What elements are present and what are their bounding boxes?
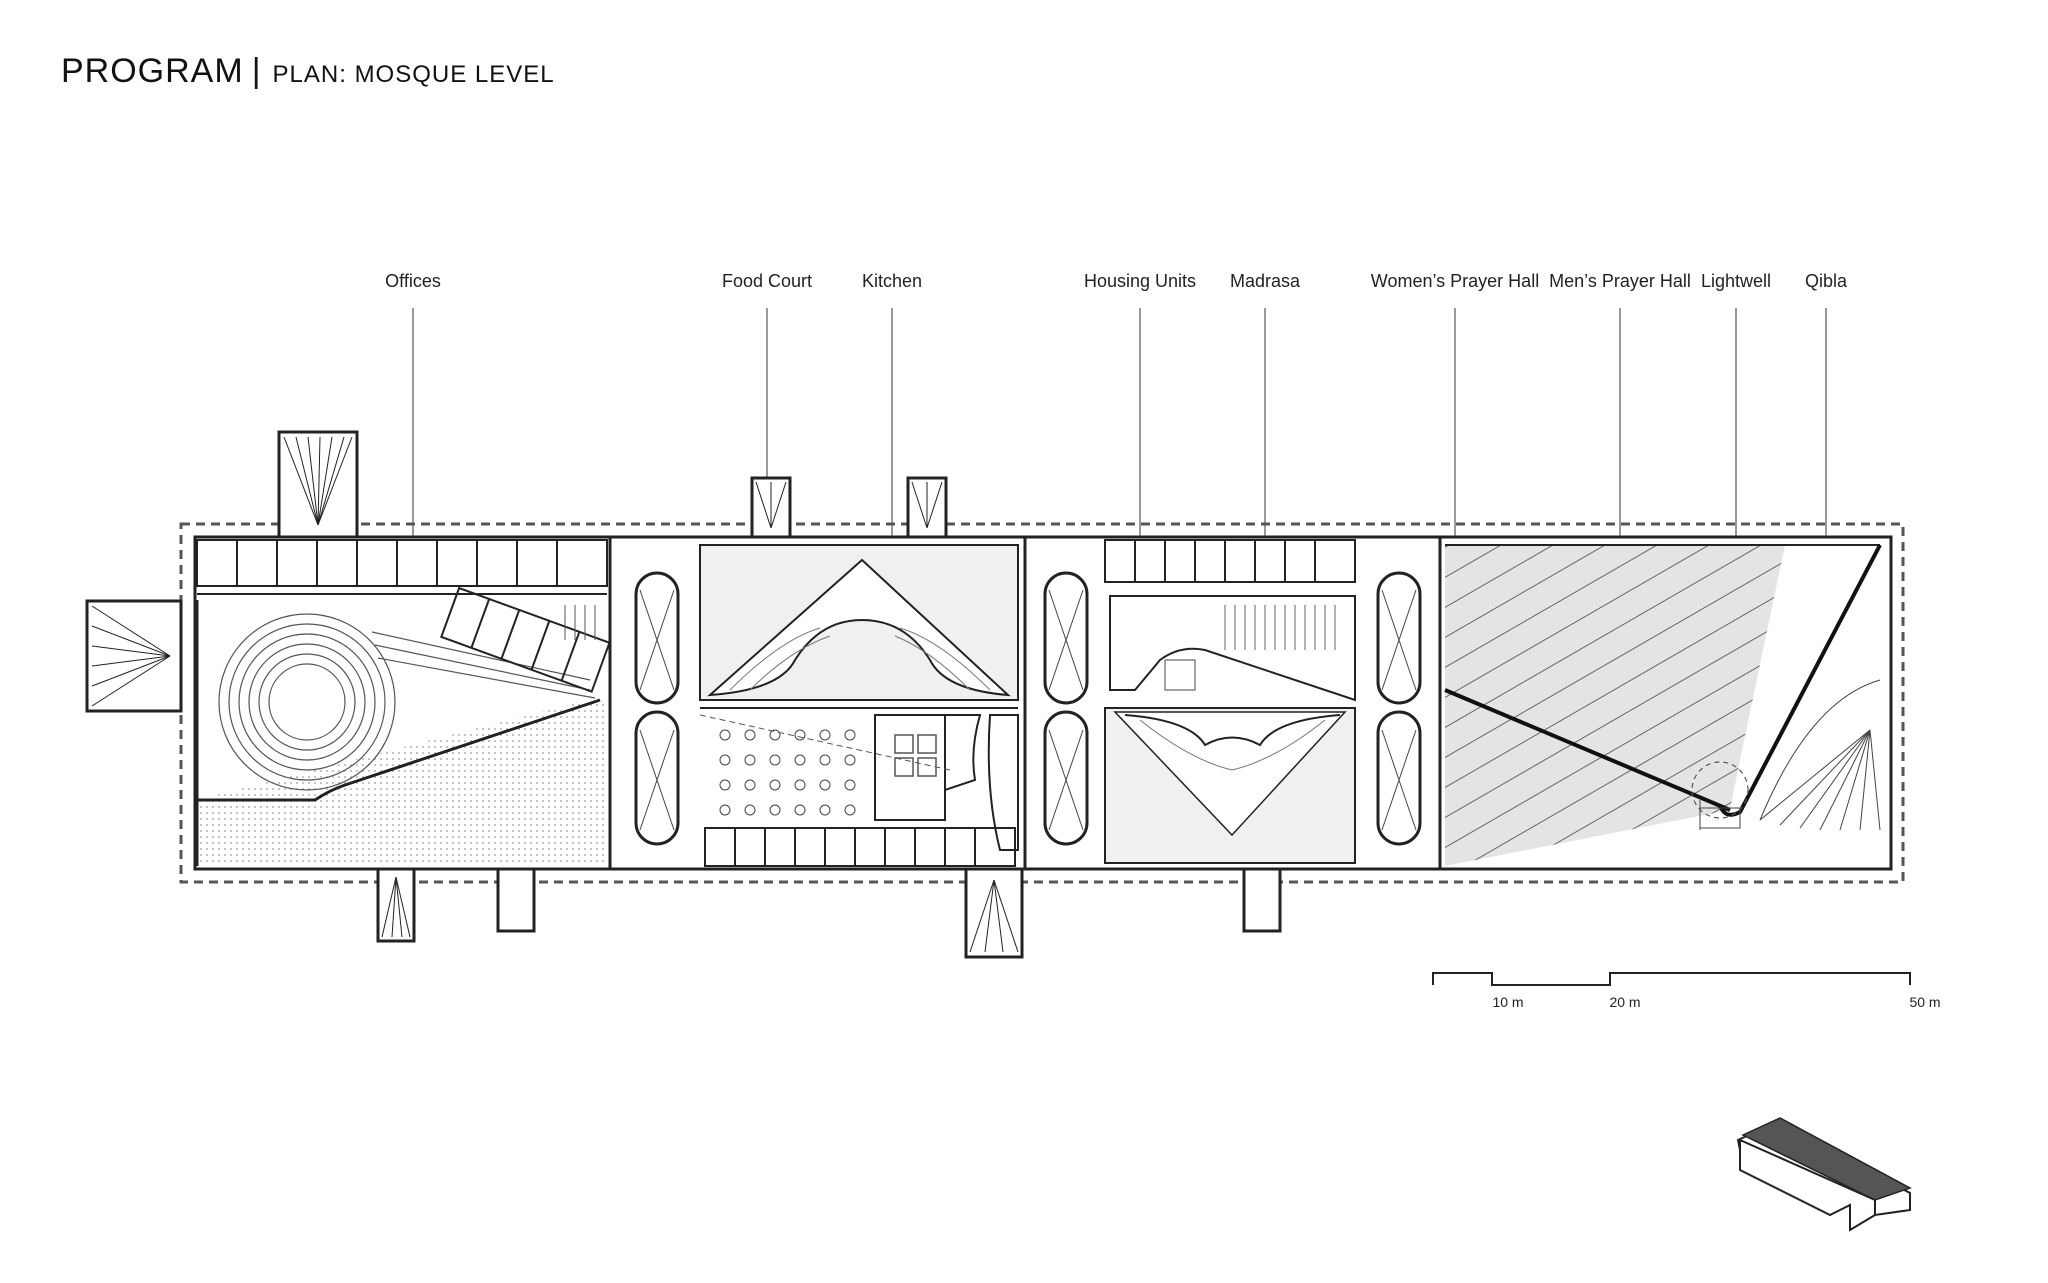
- label-housing-units: Housing Units: [1084, 271, 1196, 291]
- title-plan-level: PLAN: MOSQUE LEVEL: [272, 61, 555, 88]
- madrasa-bay: [1104, 539, 1356, 864]
- core-crosses: [639, 589, 1417, 831]
- bay-dividers: [608, 537, 1442, 869]
- label-kitchen: Kitchen: [862, 271, 922, 291]
- food-court-bay: [699, 544, 1019, 867]
- office-bay: [195, 586, 611, 866]
- label-qibla: Qibla: [1805, 271, 1848, 291]
- label-offices: Offices: [385, 271, 441, 291]
- stair-towers: [85, 430, 1282, 959]
- office-rooms: [196, 539, 608, 595]
- label-womens-prayer-hall: Women’s Prayer Hall: [1371, 271, 1539, 291]
- label-mens-prayer-hall: Men’s Prayer Hall: [1549, 271, 1691, 291]
- axonometric-key: [1736, 1117, 1912, 1232]
- scale-tick-20m: 20 m: [1609, 994, 1640, 1010]
- scale-bar: 10 m 20 m 50 m: [1432, 972, 1941, 1010]
- title-separator: |: [251, 52, 261, 90]
- scale-tick-10m: 10 m: [1492, 994, 1523, 1010]
- scale-tick-50m: 50 m: [1909, 994, 1940, 1010]
- label-lightwell: Lightwell: [1701, 271, 1771, 291]
- housing-unit-rooms: [1104, 539, 1356, 583]
- drawing-title: PROGRAM| PLAN: MOSQUE LEVEL: [61, 52, 555, 91]
- label-madrasa: Madrasa: [1230, 271, 1301, 291]
- kitchen-rooms: [704, 827, 1016, 867]
- dining-tables: [719, 729, 856, 816]
- label-food-court: Food Court: [722, 271, 812, 291]
- prayer-hall-bay: [1444, 544, 1882, 866]
- qibla-fan: [1759, 679, 1881, 831]
- title-program: PROGRAM: [61, 52, 244, 90]
